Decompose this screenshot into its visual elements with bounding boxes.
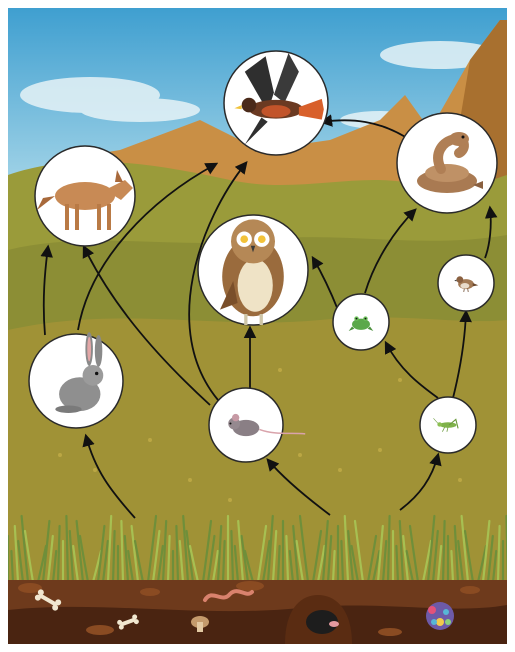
node-hawk [224,51,328,155]
node-jackrabbit [29,332,123,428]
bacteria-icon [426,602,454,630]
node-grasshopper [420,397,476,453]
node-frog [333,294,389,350]
node-sparrow [438,255,494,311]
node-rattlesnake [397,113,497,213]
node-coyote [35,146,135,246]
node-owl [198,215,308,325]
